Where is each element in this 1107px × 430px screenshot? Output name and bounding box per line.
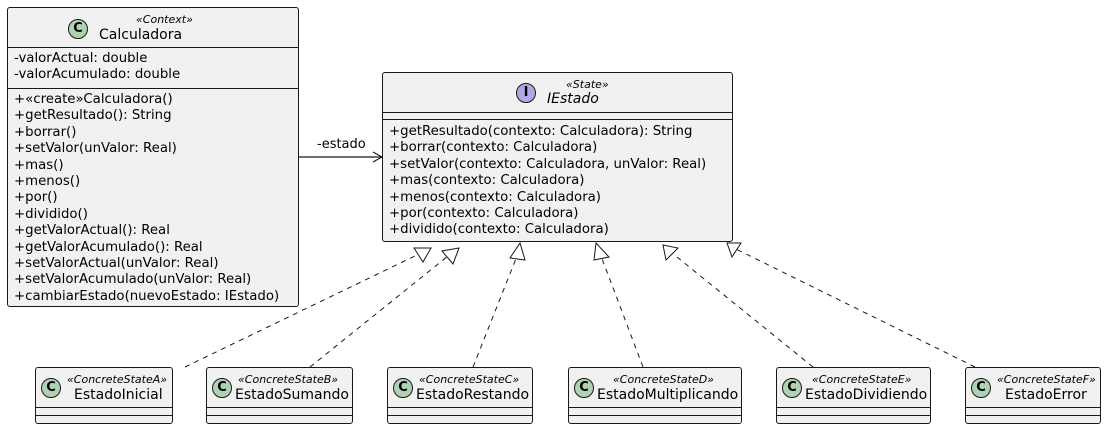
realization-edge <box>726 242 976 368</box>
class-badge-icon: C <box>68 19 88 39</box>
separator <box>207 415 352 416</box>
method: +getValorAcumulado(): Real <box>14 239 203 255</box>
class-name: IEstado <box>547 91 599 107</box>
class-name: EstadoDividiendo <box>805 387 928 403</box>
class-name: Calculadora <box>99 27 183 43</box>
class-name: EstadoSumando <box>235 387 349 403</box>
realization-edge <box>472 241 526 368</box>
separator <box>8 47 298 48</box>
method: +mas() <box>14 157 64 173</box>
method: +getResultado(): String <box>14 108 172 124</box>
separator <box>207 407 352 408</box>
separator <box>777 407 930 408</box>
attribute: -valorAcumulado: double <box>14 67 181 83</box>
class-stereotype: «ConcreteStateA» <box>67 373 168 386</box>
realization-edge <box>662 244 814 368</box>
method: +dividido(contexto: Calculadora) <box>389 222 609 238</box>
separator <box>388 407 532 408</box>
class-name: EstadoMultiplicando <box>597 387 739 403</box>
class-badge-icon: C <box>782 378 802 398</box>
class-stereotype: «State» <box>566 78 609 91</box>
separator <box>36 407 172 408</box>
separator <box>388 415 532 416</box>
separator <box>966 415 1100 416</box>
separator <box>383 119 732 120</box>
separator <box>383 112 732 113</box>
method: +menos() <box>14 174 81 190</box>
iestado-interface[interactable]: I «State» IEstado +getResultado(contexto… <box>382 72 733 242</box>
separator <box>569 407 741 408</box>
method: +«create»Calculadora() <box>14 92 173 107</box>
method: +dividido() <box>14 206 88 222</box>
estado-restando-class[interactable]: C «ConcreteStateC» EstadoRestando <box>387 367 533 424</box>
method: +getValorActual(): Real <box>14 223 170 239</box>
estado-sumando-class[interactable]: C «ConcreteStateB» EstadoSumando <box>206 367 353 424</box>
method: +getResultado(contexto: Calculadora): St… <box>389 124 693 139</box>
method: +mas(contexto: Calculadora) <box>389 173 585 189</box>
method: +por() <box>14 190 58 206</box>
attribute: -valorActual: double <box>14 51 148 66</box>
estado-dividiendo-class[interactable]: C «ConcreteStateE» EstadoDividiendo <box>776 367 931 424</box>
separator <box>777 415 930 416</box>
method: +setValor(contexto: Calculadora, unValor… <box>389 156 707 172</box>
realization-edge <box>309 247 460 368</box>
class-stereotype: «ConcreteStateB» <box>238 373 339 386</box>
class-name: EstadoInicial <box>74 387 163 403</box>
method: +por(contexto: Calculadora) <box>389 206 579 222</box>
method: +setValorActual(unValor: Real) <box>14 256 219 272</box>
attribute-list: -valorActual: double -valorAcumulado: do… <box>14 51 180 84</box>
class-stereotype: «ConcreteStateF» <box>997 373 1096 386</box>
estado-inicial-class[interactable]: C «ConcreteStateA» EstadoInicial <box>35 367 173 424</box>
association-label: -estado <box>317 137 366 152</box>
class-badge-icon: C <box>574 378 594 398</box>
method: +setValorAcumulado(unValor: Real) <box>14 272 252 288</box>
realization-edge <box>593 241 644 368</box>
method-list: +getResultado(contexto: Calculadora): St… <box>389 124 706 239</box>
class-stereotype: «ConcreteStateE» <box>812 373 912 386</box>
class-stereotype: «ConcreteStateC» <box>419 373 520 386</box>
class-stereotype: «ConcreteStateD» <box>613 373 714 386</box>
class-badge-icon: C <box>971 378 991 398</box>
separator <box>36 415 172 416</box>
class-badge-icon: C <box>212 378 232 398</box>
class-stereotype: «Context» <box>136 13 193 26</box>
method: +menos(contexto: Calculadora) <box>389 189 601 205</box>
class-name: EstadoError <box>1005 387 1087 403</box>
class-name: EstadoRestando <box>416 387 530 403</box>
calculadora-class[interactable]: C «Context» Calculadora -valorActual: do… <box>7 7 299 307</box>
class-badge-icon: C <box>393 378 413 398</box>
interface-badge-icon: I <box>516 83 536 103</box>
separator <box>569 415 741 416</box>
class-badge-icon: C <box>41 378 61 398</box>
method-list: +«create»Calculadora() +getResultado(): … <box>14 92 279 305</box>
method: +borrar() <box>14 124 77 140</box>
method: +borrar(contexto: Calculadora) <box>389 140 598 156</box>
method: +cambiarEstado(nuevoEstado: IEstado) <box>14 288 280 304</box>
method: +setValor(unValor: Real) <box>14 141 177 157</box>
estado-error-class[interactable]: C «ConcreteStateF» EstadoError <box>965 367 1101 424</box>
separator <box>966 407 1100 408</box>
estado-multiplicando-class[interactable]: C «ConcreteStateD» EstadoMultiplicando <box>568 367 742 424</box>
realization-edge <box>184 247 432 368</box>
separator <box>8 88 298 89</box>
